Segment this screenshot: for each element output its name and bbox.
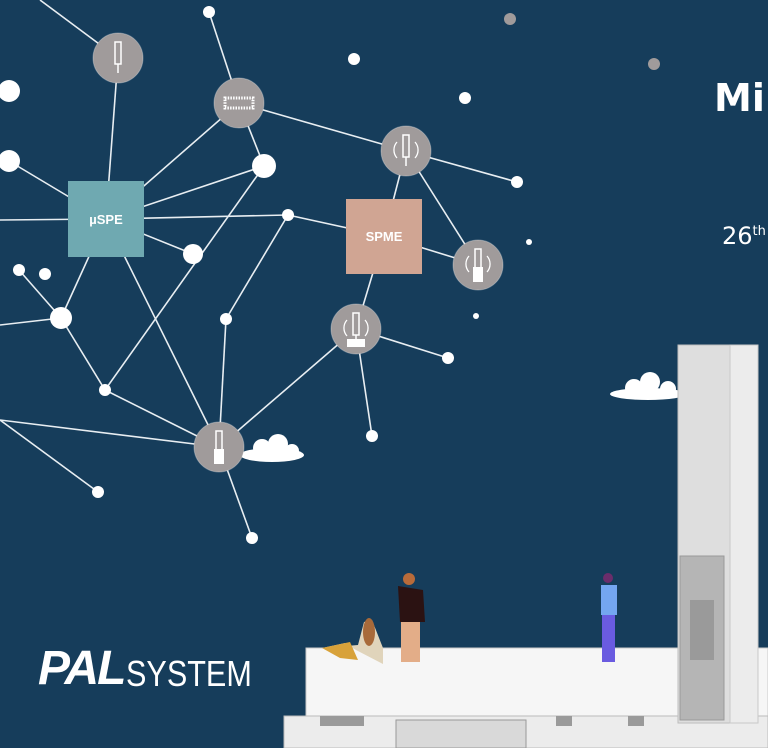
network-dot xyxy=(511,176,523,188)
cloud-left xyxy=(240,434,304,462)
network-link xyxy=(60,317,106,391)
spme-fiber-holder-icon xyxy=(330,303,382,355)
network-dot xyxy=(50,307,72,329)
network-link xyxy=(238,102,407,152)
network-dot xyxy=(99,384,111,396)
vial-rotate-icon xyxy=(193,421,245,473)
network-dot xyxy=(252,154,276,178)
network-link xyxy=(104,165,265,391)
date-day: 26 xyxy=(722,222,753,250)
network-dot xyxy=(0,80,20,102)
uspe-node: µSPE xyxy=(68,181,144,257)
network-dot xyxy=(442,352,454,364)
uspe-label: µSPE xyxy=(89,211,123,227)
logo-pal: PAL xyxy=(38,642,126,695)
event-title: Mi xyxy=(714,76,765,120)
network-link xyxy=(218,328,357,448)
spme-fiber-icon xyxy=(380,125,432,177)
spme-vial-icon xyxy=(452,239,504,291)
date-suffix: th xyxy=(752,224,766,239)
people-illustration xyxy=(322,573,617,664)
network-dot xyxy=(246,532,258,544)
network-dot xyxy=(92,486,104,498)
spme-label: SPME xyxy=(365,229,403,244)
network-link xyxy=(0,419,220,448)
network-link xyxy=(105,218,220,448)
network-dot xyxy=(39,268,51,280)
network-dot xyxy=(648,58,660,70)
network-dot xyxy=(13,264,25,276)
network-link xyxy=(0,419,99,493)
network-dot xyxy=(348,53,360,65)
network-dot xyxy=(366,430,378,442)
network-dot xyxy=(220,313,232,325)
network-dot xyxy=(0,150,20,172)
network-dot xyxy=(504,13,516,25)
pal-system-logo: PAL SYSTEM xyxy=(38,642,274,695)
event-date: 26th xyxy=(722,222,766,250)
network-dot xyxy=(473,313,479,319)
network-dot xyxy=(459,92,471,104)
network-dot xyxy=(203,6,215,18)
spme-node: SPME xyxy=(346,199,422,274)
network-dot xyxy=(183,244,203,264)
autosampler-instrument xyxy=(283,344,768,748)
network-dot xyxy=(526,239,532,245)
barcode-icon xyxy=(213,77,265,129)
network-dot xyxy=(282,209,294,221)
network-link xyxy=(225,214,289,320)
syringe-icon xyxy=(92,32,144,84)
logo-system: SYSTEM xyxy=(126,653,253,694)
cloud-right xyxy=(610,372,686,400)
